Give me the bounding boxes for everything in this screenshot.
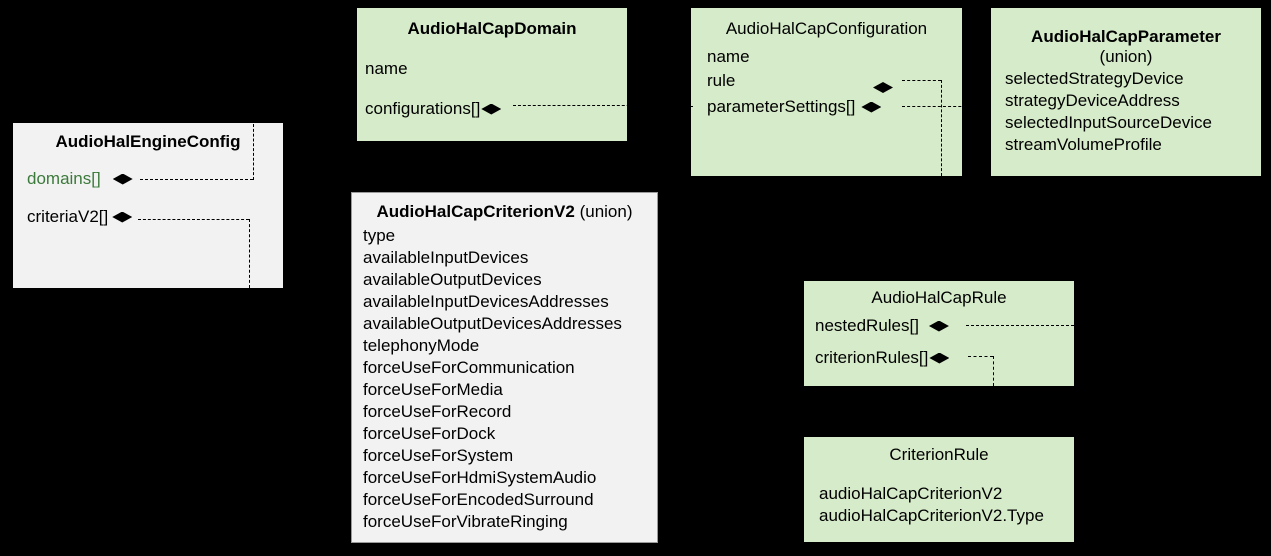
attribute-label-audiohalcapcriterionv2-type[interactable]: audioHalCapCriterionV2.Type (819, 506, 1044, 525)
attribute-label-force-use-for-hdmi-system-audio[interactable]: forceUseForHdmiSystemAudio (363, 468, 597, 487)
connector-parametersettings-inbound-stub (683, 106, 693, 107)
attribute-label-force-use-for-record[interactable]: forceUseForRecord (363, 402, 512, 421)
attribute-label-rule: rule (707, 71, 736, 90)
class-box-audio-hal-cap-criterion-v2[interactable]: AudioHalCapCriterionV2 (union) type avai… (351, 192, 658, 543)
attribute-label-available-output-devices[interactable]: availableOutputDevices (363, 270, 542, 289)
attribute-row-domains[interactable]: domains[] (27, 168, 133, 190)
class-title-audio-hal-cap-domain: AudioHalCapDomain (407, 19, 577, 38)
class-title-audio-hal-cap-criterion-v2: AudioHalCapCriterionV2 (union) (352, 201, 657, 223)
attribute-row-nestedrules[interactable]: nestedRules[] (815, 315, 949, 337)
attribute-row-configurations[interactable]: configurations[] (365, 98, 502, 120)
attribute-label-criteriav2: criteriaV2[] (27, 207, 109, 226)
attribute-label-strategy-device-address[interactable]: strategyDeviceAddress (1005, 91, 1180, 110)
class-title-audio-hal-cap-parameter: AudioHalCapParameter (1031, 27, 1221, 46)
aggregation-diamond-icon (481, 103, 502, 115)
attribute-row-parametersettings[interactable]: parameterSettings[] (707, 96, 882, 118)
attribute-label-force-use-for-system[interactable]: forceUseForSystem (363, 446, 514, 465)
attribute-row-name[interactable]: name (365, 58, 408, 80)
attribute-row-criterionrules[interactable]: criterionRules[] (815, 347, 950, 369)
class-box-criterion-rule[interactable]: CriterionRule audioHalCapCriterionV2 aud… (804, 437, 1074, 542)
attribute-label-selected-strategy-device[interactable]: selectedStrategyDevice (1005, 69, 1184, 88)
connector-criteriav2-vertical (249, 219, 250, 288)
aggregation-diamond-icon (112, 211, 133, 223)
class-subtitle-audio-hal-cap-parameter: (union) (1099, 47, 1153, 66)
aggregation-diamond-icon (928, 320, 949, 332)
attribute-label-stream-volume-profile[interactable]: streamVolumeProfile (1005, 135, 1162, 154)
class-box-audio-hal-cap-domain[interactable]: AudioHalCapDomain name configurations[] (357, 8, 627, 141)
connector-configurations-horizontal (513, 105, 694, 106)
attribute-list-criterion-rule: audioHalCapCriterionV2 audioHalCapCriter… (819, 483, 1044, 527)
attribute-label-configurations: configurations[] (365, 99, 481, 118)
aggregation-diamond-icon (112, 173, 133, 185)
connector-criteriav2-horizontal (138, 219, 249, 220)
connector-criterionrules-vertical (993, 356, 994, 386)
attribute-label-name: name (365, 59, 408, 78)
class-title-text: AudioHalCapCriterionV2 (376, 202, 575, 221)
attribute-label-audiohalcapcriterionv2[interactable]: audioHalCapCriterionV2 (819, 484, 1003, 503)
attribute-label-type[interactable]: type (363, 226, 396, 245)
connector-rule-horizontal (902, 80, 941, 81)
aggregation-diamond-icon (929, 352, 950, 364)
class-box-audio-hal-engine-config[interactable]: AudioHalEngineConfig domains[] criteriaV… (13, 123, 283, 288)
attribute-label-force-use-for-media[interactable]: forceUseForMedia (363, 380, 503, 399)
attribute-label-force-use-for-communication[interactable]: forceUseForCommunication (363, 358, 575, 377)
attribute-label-parametersettings: parameterSettings[] (707, 97, 856, 116)
attribute-label-nestedrules: nestedRules[] (815, 316, 919, 335)
attribute-label-name: name (707, 47, 750, 66)
aggregation-diamond-icon (861, 101, 882, 113)
aggregation-diamond-icon-rule (873, 82, 893, 93)
attribute-row-rule[interactable]: rule (707, 70, 735, 92)
connector-domains-vertical (253, 124, 254, 180)
attribute-label-force-use-for-encoded-surround[interactable]: forceUseForEncodedSurround (363, 490, 594, 509)
class-title-audio-hal-engine-config: AudioHalEngineConfig (55, 132, 241, 151)
attribute-row-name[interactable]: name (707, 46, 750, 68)
class-title-criterion-rule: CriterionRule (889, 445, 989, 464)
attribute-label-available-input-devices[interactable]: availableInputDevices (363, 248, 529, 267)
attribute-label-force-use-for-dock[interactable]: forceUseForDock (363, 424, 496, 443)
attribute-label-domains: domains[] (27, 169, 101, 188)
connector-parametersettings-horizontal (902, 106, 992, 107)
attribute-label-available-input-devices-addresses[interactable]: availableInputDevicesAddresses (363, 292, 609, 311)
attribute-label-force-use-for-vibrate-ringing[interactable]: forceUseForVibrateRinging (363, 512, 568, 531)
attribute-label-available-output-devices-addresses[interactable]: availableOutputDevicesAddresses (363, 314, 622, 333)
attribute-row-criteriav2[interactable]: criteriaV2[] (27, 206, 133, 228)
connector-criterionrules-horizontal (968, 356, 993, 357)
connector-domains-horizontal (140, 179, 253, 180)
class-box-audio-hal-cap-parameter[interactable]: AudioHalCapParameter (union) selectedStr… (991, 8, 1261, 176)
attribute-label-criterionrules: criterionRules[] (815, 348, 929, 367)
class-title-audio-hal-cap-configuration: AudioHalCapConfiguration (725, 19, 928, 38)
connector-rule-vertical (941, 80, 942, 176)
attribute-label-selected-input-source-device[interactable]: selectedInputSourceDevice (1005, 113, 1212, 132)
class-box-audio-hal-cap-rule[interactable]: AudioHalCapRule nestedRules[] criterionR… (804, 281, 1074, 386)
attribute-list-cap-parameter: selectedStrategyDevice strategyDeviceAdd… (1005, 68, 1212, 156)
class-title-audio-hal-cap-rule: AudioHalCapRule (871, 288, 1007, 307)
class-subtitle-text: (union) (579, 202, 633, 221)
attribute-list-criterion-v2: type availableInputDevices availableOutp… (363, 225, 622, 533)
attribute-label-telephony-mode[interactable]: telephonyMode (363, 336, 480, 355)
connector-nestedrules-horizontal (966, 325, 1074, 326)
class-box-audio-hal-cap-configuration[interactable]: AudioHalCapConfiguration name rule param… (691, 8, 962, 176)
